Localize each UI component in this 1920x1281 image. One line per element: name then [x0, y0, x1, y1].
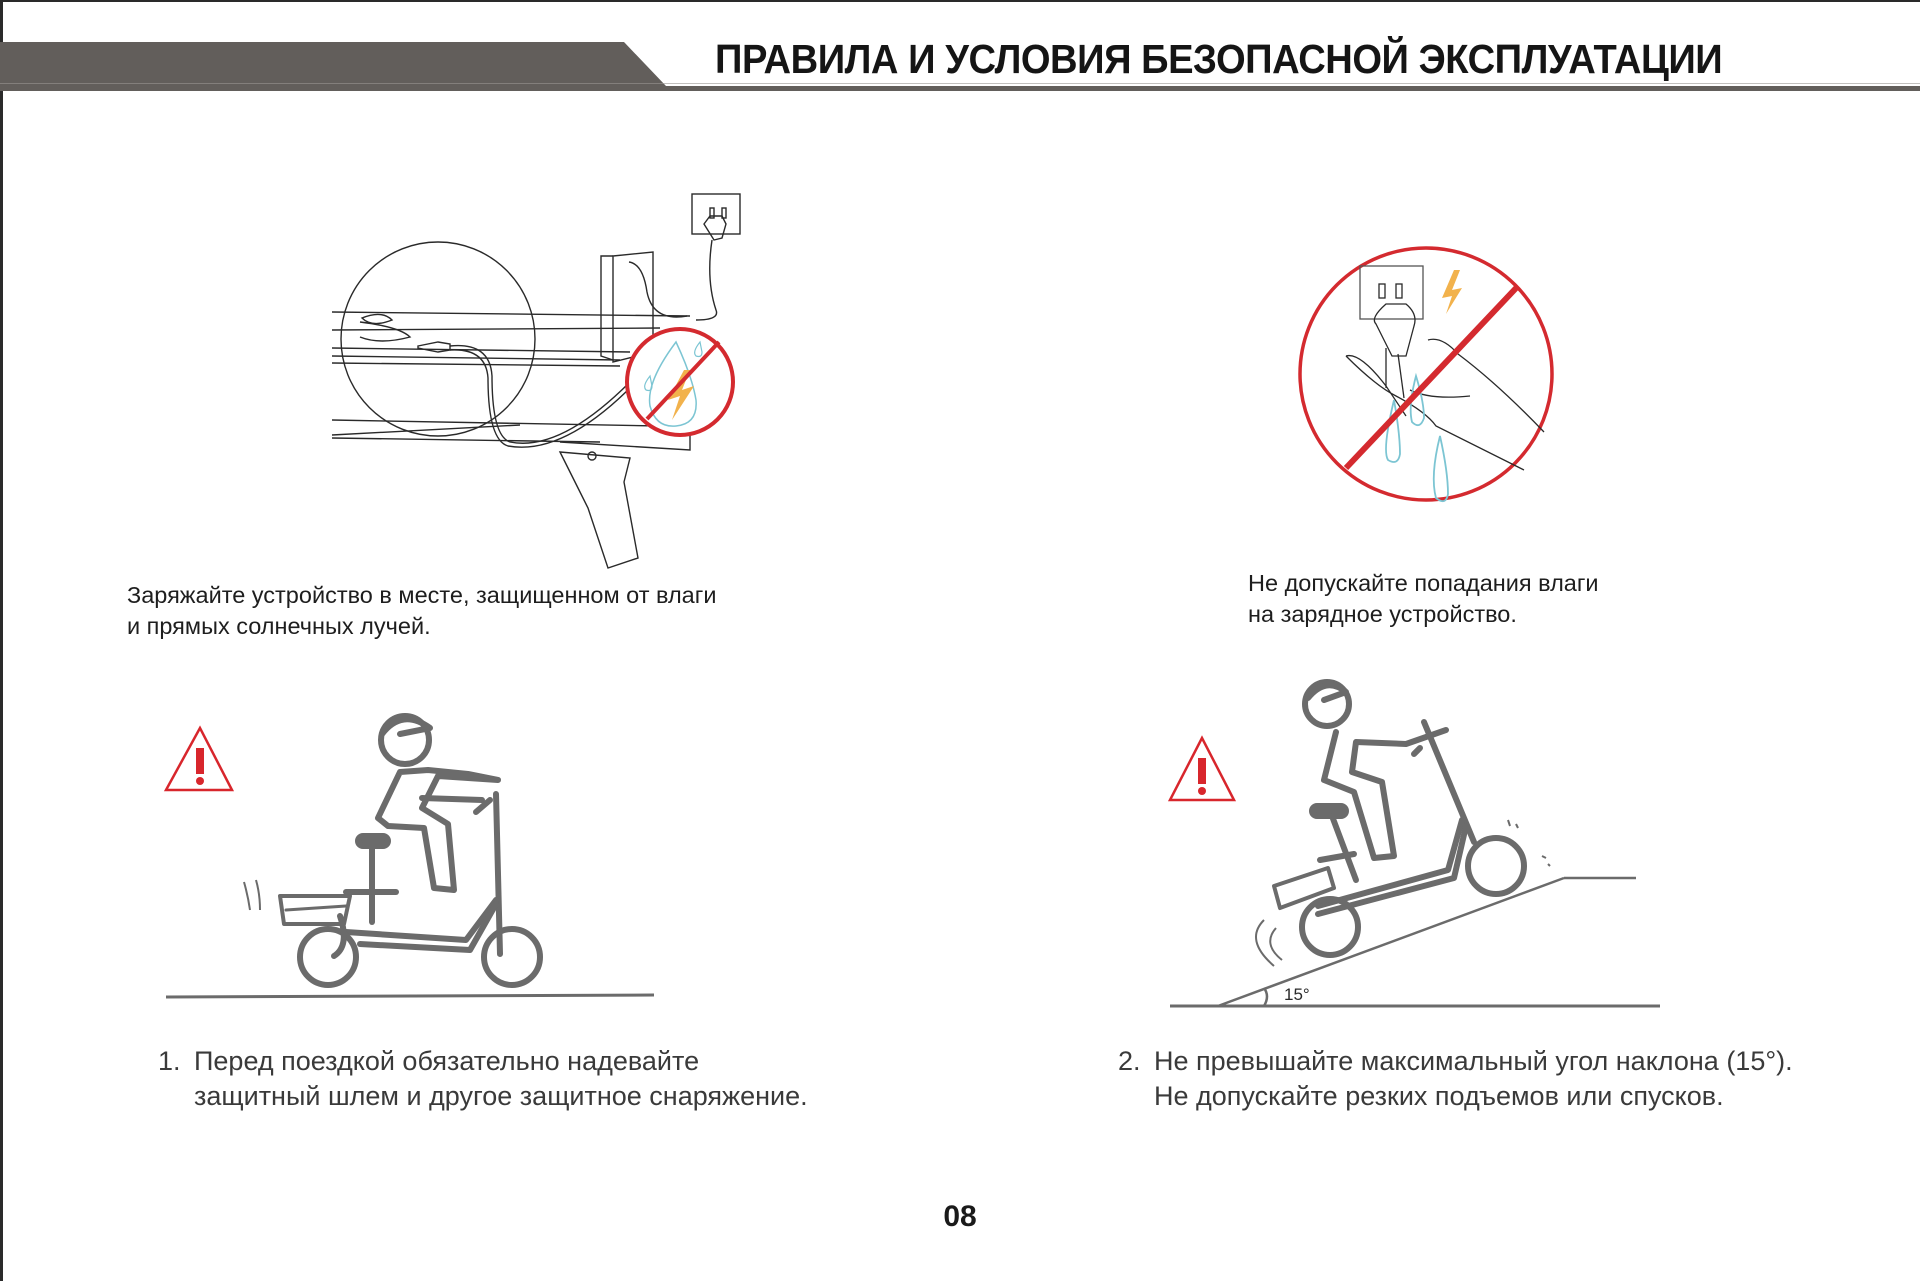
slope-angle-label: 15° — [1284, 985, 1310, 1004]
page-border-left — [0, 0, 3, 1281]
caption-line: Не допускайте попадания влаги — [1248, 570, 1599, 596]
rule-text-line: Перед поездкой обязательно надевайте — [194, 1046, 700, 1076]
page-number: 08 — [943, 1200, 977, 1233]
page-title: ПРАВИЛА И УСЛОВИЯ БЕЗОПАСНОЙ ЭКСПЛУАТАЦИ… — [715, 36, 1723, 82]
rule-item-1: 1. Перед поездкой обязательно надевайте з… — [158, 1044, 808, 1114]
warning-triangle-icon — [1167, 735, 1237, 802]
rule-text-line: Не превышайте максимальный угол наклона … — [1154, 1046, 1793, 1076]
no-moisture-sign-icon — [625, 327, 735, 437]
rider-slope-illustration: 15° — [1167, 679, 1660, 1008]
rule-item-2: 2. Не превышайте максимальный угол наклон… — [1118, 1044, 1793, 1114]
caption-charging: Заряжайте устройство в месте, защищенном… — [127, 580, 716, 642]
rule-text-line: Не допускайте резких подъемов или спуско… — [1154, 1081, 1724, 1111]
rule-text-line: защитный шлем и другое защитное снаряжен… — [194, 1081, 808, 1111]
caption-line: на зарядное устройство. — [1248, 601, 1517, 627]
rule-number: 1. — [158, 1046, 181, 1076]
wall-socket-icon — [691, 193, 741, 235]
wet-hand-prohibited-illustration — [1298, 246, 1554, 503]
rule-number: 2. — [1118, 1046, 1141, 1076]
warning-triangle-icon — [163, 725, 235, 792]
rider-helmet-illustration — [163, 713, 655, 999]
charging-illustration — [331, 193, 741, 569]
caption-moisture: Не допускайте попадания влаги на зарядно… — [1248, 568, 1599, 630]
page-border-top — [0, 0, 1920, 2]
caption-line: и прямых солнечных лучей. — [127, 613, 431, 639]
header-band — [0, 42, 1920, 91]
caption-line: Заряжайте устройство в месте, защищенном… — [127, 582, 717, 608]
